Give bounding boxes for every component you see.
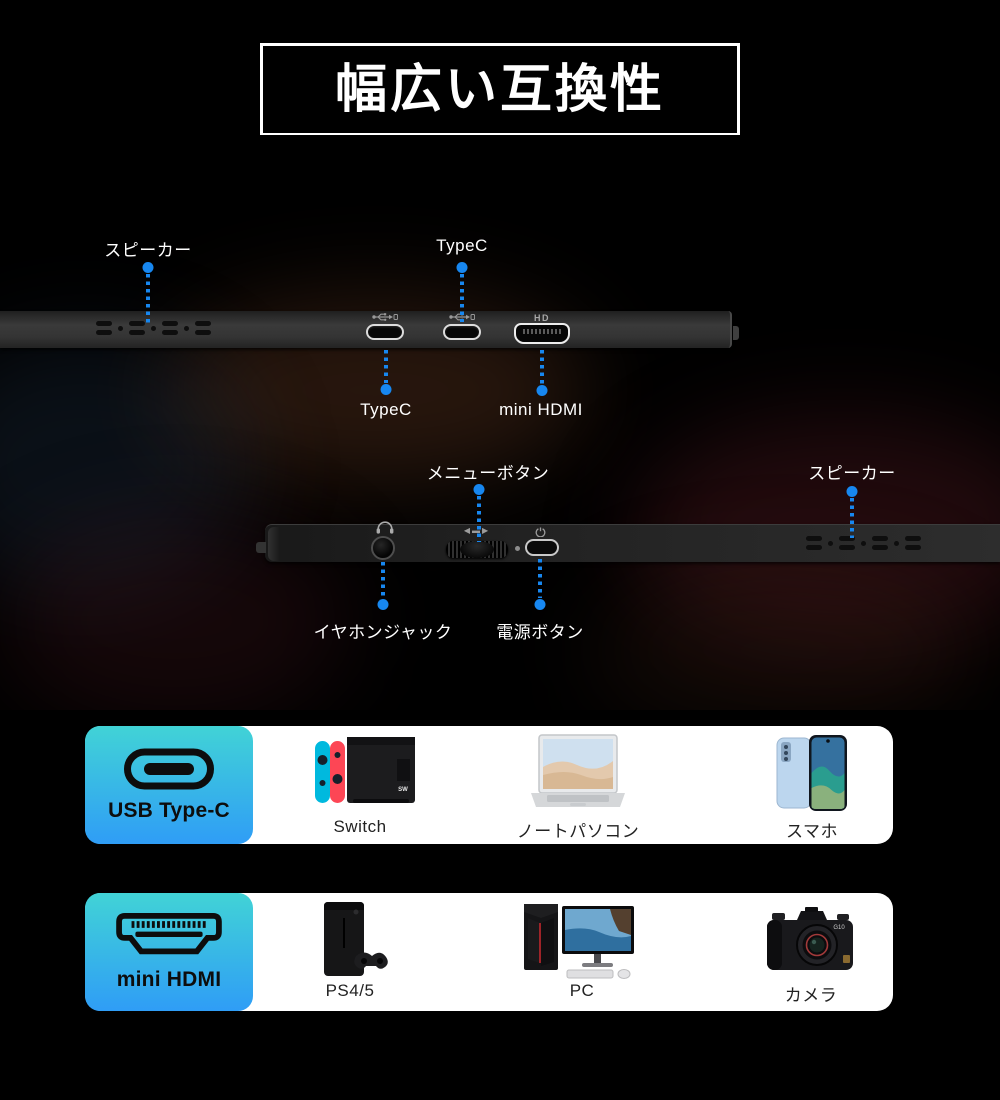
earphone-jack xyxy=(371,536,395,560)
switch-console-image: SW xyxy=(315,737,415,803)
device-label-camera: カメラ xyxy=(784,986,838,1005)
desktop-pc-image xyxy=(524,904,634,979)
monitor-edge-notch xyxy=(256,542,266,553)
device-label-pc: PC xyxy=(569,981,595,1000)
hd-port-marking: HD xyxy=(534,313,550,323)
title-border xyxy=(260,43,740,136)
callout-typec-bottom: TypeC xyxy=(360,400,412,419)
mini-hdmi-port xyxy=(514,323,570,344)
headphone-icon xyxy=(376,521,394,534)
speaker-grille xyxy=(96,321,211,335)
usb-type-c-badge: USB Type-C xyxy=(85,726,253,844)
callout-power-button: 電源ボタン xyxy=(496,623,584,642)
background-glow xyxy=(590,565,980,710)
menu-jog-wheel xyxy=(446,541,508,558)
laptop-image xyxy=(531,734,625,807)
usb-c-port xyxy=(366,324,404,340)
mini-hdmi-badge: mini HDMI xyxy=(85,893,253,1011)
callout-connector xyxy=(850,498,854,538)
title-box: 幅広い互換性 xyxy=(260,43,740,136)
speaker-grille xyxy=(806,536,921,550)
callout-connector xyxy=(460,274,464,322)
callout-typec-top: TypeC xyxy=(436,236,488,255)
usb-trident-icon xyxy=(372,313,398,321)
callout-speaker-bottom: スピーカー xyxy=(808,464,896,483)
device-label-smartphone: スマホ xyxy=(786,822,838,841)
callout-connector xyxy=(384,350,388,383)
svg-text:G10: G10 xyxy=(833,925,845,931)
indicator-dot xyxy=(515,546,520,551)
smartphone-image xyxy=(776,735,847,811)
callout-mini-hdmi: mini HDMI xyxy=(499,400,583,419)
callout-connector xyxy=(477,496,481,542)
power-button xyxy=(525,539,559,556)
device-label-ps45: PS4/5 xyxy=(325,981,375,1000)
page-title: 幅広い互換性 xyxy=(334,60,665,119)
game-console-image xyxy=(324,902,388,976)
monitor-edge-notch xyxy=(733,326,739,340)
hdmi-port-icon xyxy=(116,912,222,955)
callout-connector xyxy=(146,274,150,326)
callout-earphone-jack: イヤホンジャック xyxy=(313,623,453,642)
hero-section: HD ◀▬▶ スピーカー TypeC TypeC mini HDMI メニューボ… xyxy=(0,135,1000,710)
badge-label: mini HDMI xyxy=(116,968,222,991)
power-icon xyxy=(535,527,546,537)
device-label-switch: Switch xyxy=(333,817,387,836)
callout-menu-button: メニューボタン xyxy=(426,464,550,483)
callout-connector xyxy=(540,350,544,384)
device-label-laptop: ノートパソコン xyxy=(516,822,640,841)
callout-speaker-top: スピーカー xyxy=(104,241,192,260)
callout-connector xyxy=(538,559,542,598)
camera-image: G10 xyxy=(767,907,853,970)
usb-c-port-icon xyxy=(124,748,214,790)
badge-label: USB Type-C xyxy=(108,799,230,822)
callout-connector xyxy=(381,562,385,598)
usb-c-port xyxy=(443,324,481,340)
svg-text:SW: SW xyxy=(398,787,408,793)
menu-arrows-icon: ◀▬▶ xyxy=(464,526,490,535)
